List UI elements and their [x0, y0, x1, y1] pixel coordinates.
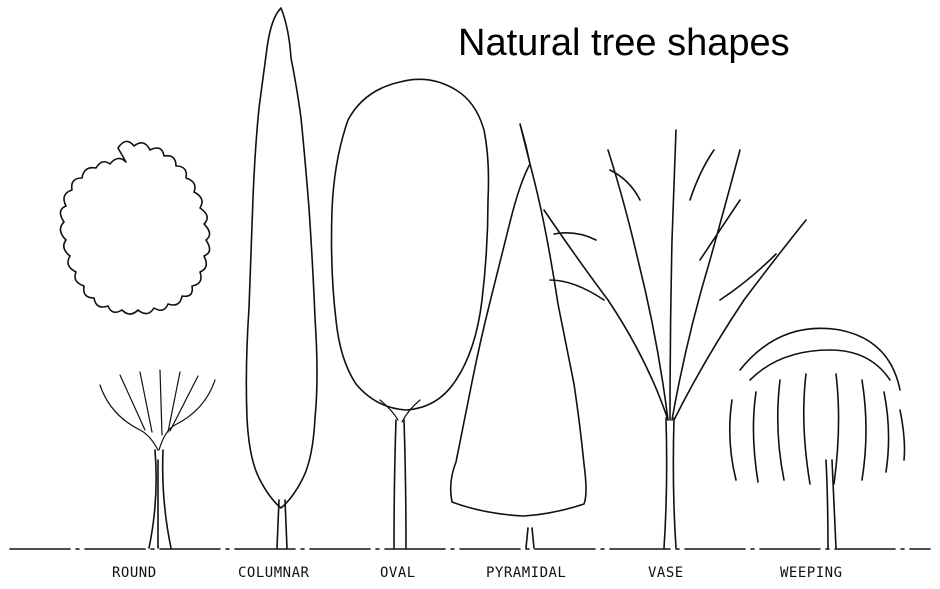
vase-trunk — [664, 418, 676, 548]
pyramidal-trunk — [526, 528, 534, 548]
columnar-canopy — [246, 8, 317, 508]
label-oval: OVAL — [380, 565, 416, 581]
label-round: ROUND — [112, 565, 157, 581]
weeping-trunk — [826, 460, 836, 548]
weeping-canopy — [730, 328, 905, 484]
round-canopy — [60, 141, 209, 314]
round-tree — [60, 141, 215, 548]
weeping-tree — [730, 328, 905, 548]
columnar-tree — [246, 8, 317, 548]
oval-tree — [332, 79, 489, 548]
oval-canopy — [332, 79, 489, 410]
label-weeping: WEEPING — [780, 565, 843, 581]
label-columnar: COLUMNAR — [238, 565, 309, 581]
label-vase: VASE — [648, 565, 684, 581]
diagram-title: Natural tree shapes — [458, 22, 790, 65]
pyramidal-canopy — [451, 124, 586, 516]
pyramidal-tree — [451, 124, 586, 548]
round-trunk — [149, 450, 171, 548]
oval-trunk — [394, 420, 406, 548]
vase-tree — [544, 130, 806, 548]
label-pyramidal: PYRAMIDAL — [486, 565, 566, 581]
